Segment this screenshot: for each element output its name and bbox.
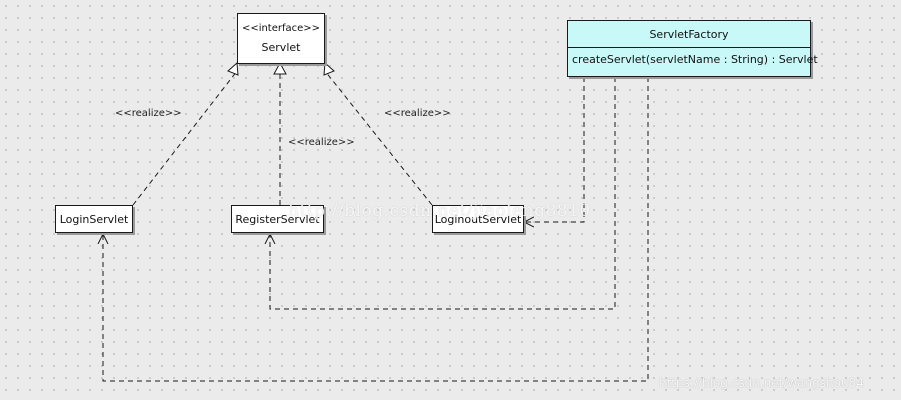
servlet-interface-box[interactable]: <<interface>> Servlet xyxy=(237,13,325,64)
loginout-servlet-name: LoginoutServlet xyxy=(434,212,522,226)
realize-line-login xyxy=(132,70,238,206)
realize-arrowhead-login xyxy=(227,61,239,76)
watermark-corner: https://blog.csdn.net/wangshou84 xyxy=(659,376,864,390)
realize-label-right: <<realize>> xyxy=(384,108,451,119)
login-servlet-box[interactable]: LoginServlet xyxy=(55,205,133,233)
dependency-line-login xyxy=(103,77,649,382)
interface-stereotype: <<interface>> xyxy=(241,23,321,34)
factory-name: ServletFactory xyxy=(649,27,729,41)
dependency-line-register xyxy=(270,77,616,310)
factory-header: ServletFactory xyxy=(568,21,810,48)
login-servlet-name: LoginServlet xyxy=(59,212,129,226)
register-servlet-box[interactable]: RegisterServlet xyxy=(231,205,324,233)
servlet-factory-box[interactable]: ServletFactory createServlet(servletName… xyxy=(567,20,818,77)
register-servlet-name: RegisterServlet xyxy=(235,212,320,226)
realize-line-loginout xyxy=(324,70,433,206)
realize-label-middle: <<realize>> xyxy=(288,137,355,148)
watermark-center: http://blog.csdn.net/jiaoleng8810 xyxy=(288,201,591,221)
loginout-servlet-box[interactable]: LoginoutServlet xyxy=(432,205,524,233)
realize-label-left: <<realize>> xyxy=(115,108,182,119)
interface-name: Servlet xyxy=(261,41,301,54)
dependency-line-loginout xyxy=(524,77,585,222)
realize-arrowhead-register xyxy=(273,61,287,75)
factory-operation: createServlet(servletName : String) : Se… xyxy=(572,53,818,66)
realize-arrowhead-loginout xyxy=(323,61,335,76)
